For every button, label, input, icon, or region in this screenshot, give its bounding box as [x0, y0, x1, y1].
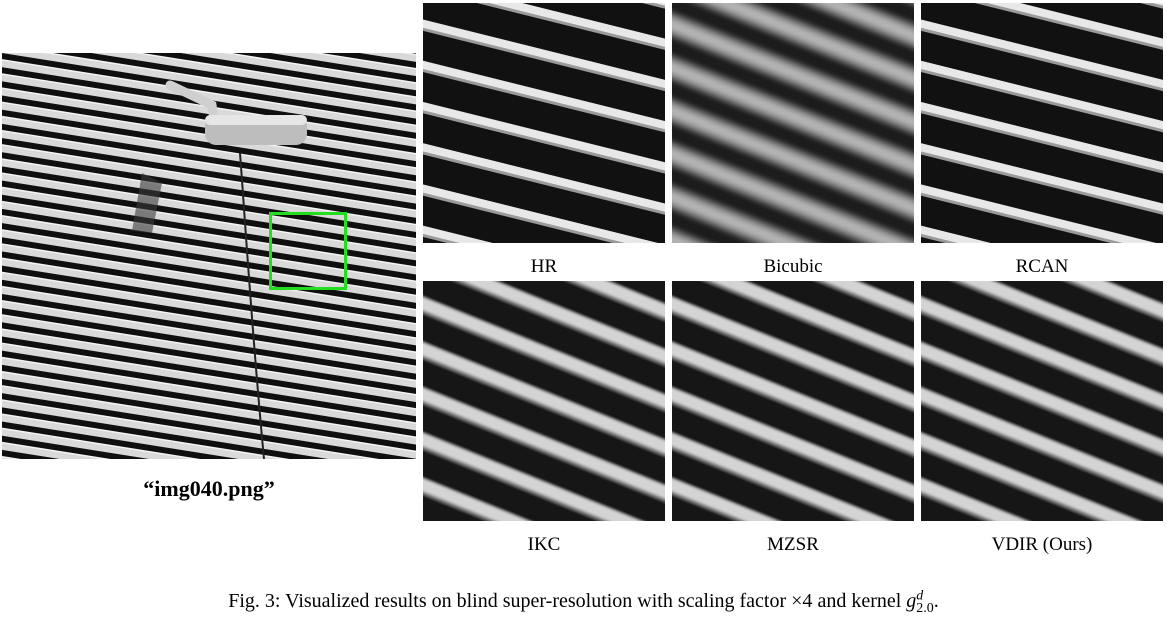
panel-vdir [921, 281, 1163, 521]
panel-mzsr [672, 281, 914, 521]
panel-label-rcan: RCAN [1015, 256, 1069, 277]
caption-kernel-symbol: g [906, 590, 917, 612]
caption-end: . [933, 590, 939, 612]
caption-prefix: Fig. 3: Visualized results on blind supe… [228, 590, 792, 612]
panel-label-vdir: VDIR (Ours) [991, 534, 1093, 555]
panel-label-bicubic: Bicubic [763, 256, 823, 277]
panel-ikc [423, 281, 665, 521]
panel-hr [423, 3, 665, 243]
caption-middle: and kernel [812, 590, 907, 612]
panel-label-mzsr: MZSR [767, 534, 819, 555]
panel-label-hr: HR [530, 256, 558, 277]
cable-line [239, 152, 265, 459]
caption-kernel-sup: d [916, 588, 924, 604]
caption-kernel-sub: 2.0 [916, 601, 934, 616]
highlight-box [269, 212, 347, 290]
panel-bicubic [672, 3, 914, 243]
panel-label-ikc: IKC [527, 534, 561, 555]
caption-scale: ×4 [791, 590, 813, 612]
main-image-caption: “img040.png” [143, 476, 275, 501]
figure-caption: Fig. 3: Visualized results on blind supe… [0, 588, 1167, 616]
panel-rcan [921, 3, 1163, 243]
main-image [2, 53, 416, 459]
